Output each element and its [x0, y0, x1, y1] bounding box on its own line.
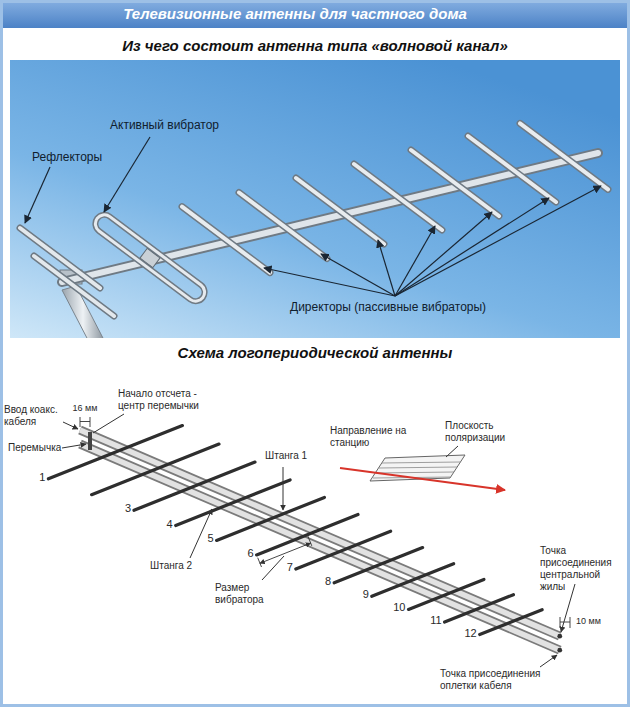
leader-line	[93, 414, 124, 433]
director-outline	[182, 123, 608, 272]
leader-line	[63, 422, 78, 429]
leader-line	[446, 446, 458, 457]
header-band	[0, 0, 630, 28]
part-label: Перемычка	[8, 442, 61, 454]
page-title: Телевизионные антенны для частного дома	[123, 5, 467, 23]
sky	[10, 60, 620, 338]
leader-line	[395, 198, 549, 296]
callout-number: 9	[363, 588, 369, 601]
dimension-label: 10 мм	[576, 616, 601, 627]
section-heading: Из чего состоит антенна типа «волновой к…	[122, 37, 507, 55]
callout-number: 7	[287, 561, 293, 574]
callout-number: 10	[393, 601, 405, 614]
part-label: Активный вибратор	[110, 118, 219, 132]
callout-number: 11	[430, 614, 441, 627]
part-label: Ввод коакс. кабеля	[4, 404, 68, 428]
part-label: Направление на станцию	[330, 425, 414, 449]
callout-number: 12	[464, 627, 476, 640]
leader-line	[62, 444, 86, 448]
part-label: Точка присоединения центральной жилы	[540, 545, 626, 593]
leader-line	[104, 137, 150, 212]
leader-line	[283, 467, 284, 510]
part-label: Точка присоединения оплетки кабеля	[440, 668, 560, 692]
vibrator-box	[140, 248, 160, 267]
leader-line	[395, 186, 601, 296]
callout-number: 1	[39, 471, 45, 484]
callout-number: 6	[247, 547, 253, 560]
direction-arrow	[340, 468, 505, 490]
leader-line	[395, 212, 492, 296]
dimension-line	[80, 417, 90, 427]
log-periodic-drawing	[48, 426, 562, 653]
dimension-label: Размер вибратора	[215, 582, 277, 606]
active-vibrator-loop	[92, 211, 208, 305]
terminal-point	[557, 648, 562, 653]
part-label: Директоры (пассивные вибраторы)	[290, 300, 486, 314]
yagi-photo	[10, 60, 620, 338]
section-heading: Схема логопериодической антенны	[178, 344, 453, 362]
leader-line	[25, 167, 50, 223]
leader-line	[264, 268, 395, 296]
reflector-outline	[20, 228, 114, 316]
leader-line	[378, 240, 395, 296]
reflector-rods	[20, 228, 114, 316]
jumper	[88, 432, 92, 450]
callout-number: 4	[167, 518, 173, 531]
director-rods	[182, 123, 608, 272]
leader-line	[540, 655, 557, 667]
callout-number: 5	[207, 532, 213, 545]
part-label: Штанга 2	[150, 560, 192, 572]
active-vibrator-outline	[92, 211, 208, 305]
callout-number: 8	[325, 575, 331, 588]
vibrator-rods	[48, 426, 542, 635]
part-label: Штанга 1	[265, 450, 307, 462]
polarization-plane	[370, 455, 465, 481]
part-label: Рефлекторы	[32, 150, 102, 164]
terminal-point	[557, 634, 562, 639]
dimension-tick	[258, 535, 312, 567]
boom-bars	[80, 430, 560, 650]
boom-outline	[80, 430, 560, 650]
leader-line	[262, 556, 284, 580]
part-label: Плоскость поляризации	[445, 420, 525, 444]
dimension-line	[260, 543, 311, 563]
part-label: Начало отсчета - центр перемычки	[118, 388, 224, 412]
callout-number: 3	[125, 502, 131, 515]
plane-hatch	[373, 462, 460, 478]
dimension-line	[560, 617, 570, 628]
dimension-label: 16 мм	[73, 403, 98, 414]
